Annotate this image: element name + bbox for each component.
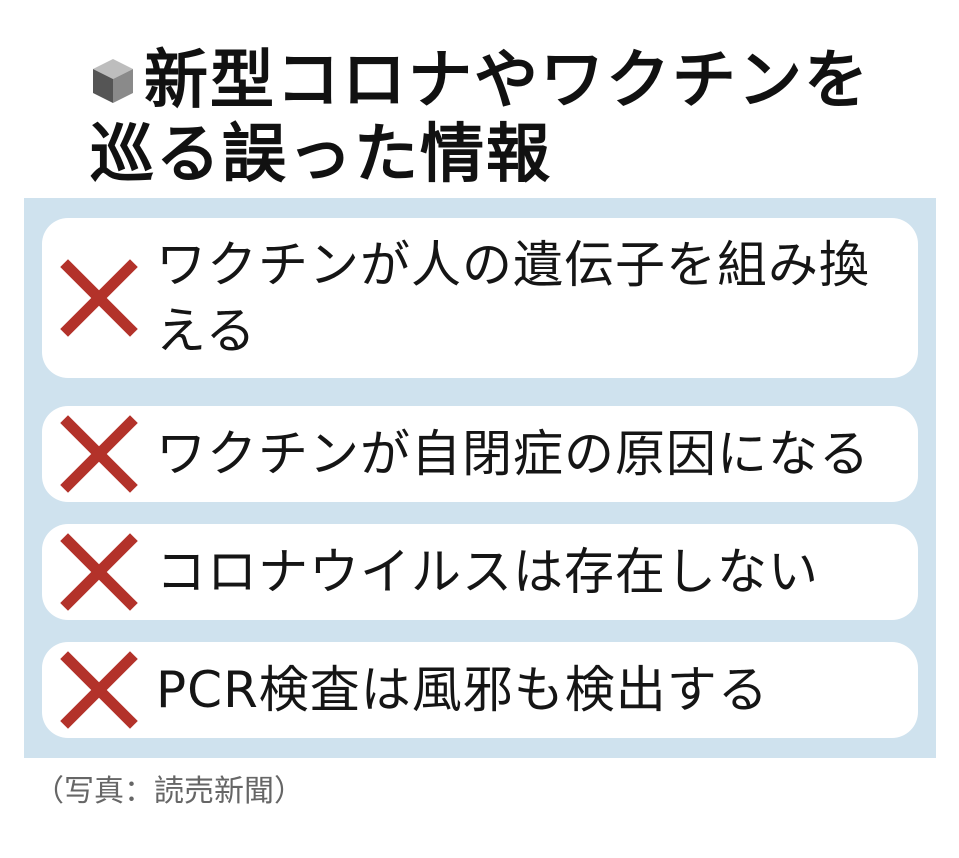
headline: 新型コロナやワクチンを 巡る誤った情報 — [90, 44, 920, 192]
headline-line-2: 巡る誤った情報 — [90, 118, 920, 192]
headline-text-2: 巡る誤った情報 — [90, 118, 552, 192]
misinformation-item: PCR検査は風邪も検出する — [42, 642, 918, 738]
cross-mark-icon — [60, 533, 138, 611]
cross-mark-icon — [60, 415, 138, 493]
misinformation-text: ワクチンが自閉症の原因になる — [156, 425, 870, 483]
misinformation-item: コロナウイルスは存在しない — [42, 524, 918, 620]
photo-credit: （写真：読売新聞） — [34, 774, 304, 809]
misinformation-text: ワクチンが人の遺伝子を組み換える — [156, 236, 870, 360]
misinformation-text: コロナウイルスは存在しない — [156, 543, 819, 601]
cube-icon — [93, 59, 133, 103]
cross-mark-icon — [60, 651, 138, 729]
cross-mark-icon — [60, 259, 138, 337]
misinformation-text: PCR検査は風邪も検出する — [156, 661, 769, 719]
misinformation-item: ワクチンが自閉症の原因になる — [42, 406, 918, 502]
headline-text-1: 新型コロナやワクチンを — [144, 44, 870, 118]
headline-line-1: 新型コロナやワクチンを — [90, 44, 920, 118]
misinformation-item: ワクチンが人の遺伝子を組み換える — [42, 218, 918, 378]
misinformation-panel: ワクチンが人の遺伝子を組み換える ワクチンが自閉症の原因になる コロナウイルスは… — [24, 198, 936, 758]
